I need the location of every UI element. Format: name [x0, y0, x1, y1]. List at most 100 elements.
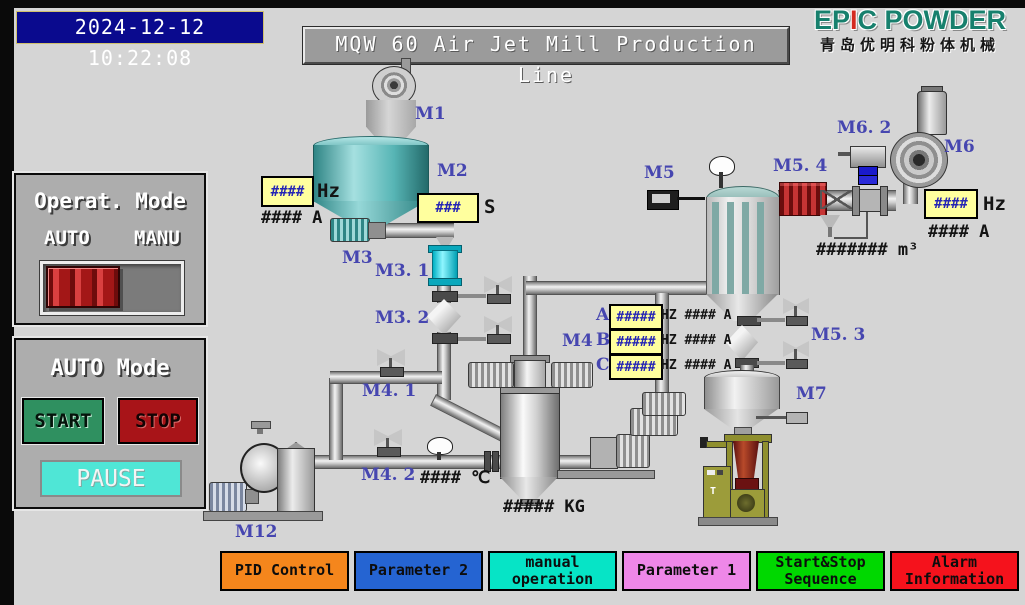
logo-brand: EPIC POWDER: [813, 5, 1007, 35]
booster-motor-2: [642, 392, 686, 416]
valve-stem: [386, 438, 389, 449]
company-logo: EPIC POWDER 青岛优明科粉体机械: [800, 5, 1020, 63]
mode-switch-knob[interactable]: [46, 266, 120, 308]
m4-2-valve-icon: [374, 429, 402, 446]
stop-button[interactable]: STOP: [118, 398, 198, 444]
m6-2-handle: [838, 152, 852, 156]
m2-speed-unit: S: [484, 196, 496, 218]
m3-2-bicone: [427, 299, 461, 335]
m4-1-valve-icon: [377, 349, 405, 366]
label-m1: M1: [415, 104, 446, 124]
operate-mode-title: Operat. Mode: [34, 189, 186, 213]
label-m5-3: M5. 3: [811, 325, 866, 345]
operate-mode-panel: Operat. Mode AUTO MANU: [14, 173, 206, 325]
classifier-row-a-label: A: [596, 305, 610, 325]
auto-mode-panel: AUTO Mode START STOP PAUSE: [14, 338, 206, 509]
m6-2-flange-right: [880, 186, 888, 216]
mill-body: [500, 393, 560, 479]
valve-link-line: [458, 294, 486, 298]
pipe-flange: [492, 451, 499, 472]
air-volume-text: ####### m³: [816, 240, 919, 260]
mill-outlet: [520, 499, 540, 506]
sensor-stem: [437, 452, 441, 460]
m6-fan-icon: [890, 132, 948, 188]
feeder-frequency-display: ####: [261, 176, 314, 207]
valve-base: [786, 316, 808, 326]
alarm-information-button[interactable]: Alarm Information: [890, 551, 1019, 591]
filter-bags: [712, 202, 772, 294]
mill-upper-section: [514, 360, 546, 390]
cabinet-tag-dark: [717, 470, 723, 475]
classifier-row-b-values: HZ #### A: [661, 333, 732, 348]
drain-line-vertical: [866, 210, 868, 238]
m2-hopper-body: [313, 145, 429, 202]
label-m12: M12: [235, 522, 278, 542]
purge-valve-icon: [484, 276, 512, 293]
label-m5-4: M5. 4: [773, 156, 828, 176]
weight-text: ##### KG: [503, 497, 585, 517]
manual-operation-button[interactable]: manual operation: [488, 551, 617, 591]
m6-frequency-unit: Hz: [983, 193, 1006, 215]
valve-stem: [794, 349, 797, 360]
mill-to-filter-pipe: [526, 281, 708, 295]
m5-4-rotary-feeder: [779, 182, 827, 216]
m3-1-rotary-valve: [432, 250, 458, 282]
screw-conveyor-tube: [380, 223, 454, 238]
start-stop-sequence-button[interactable]: Start&Stop Sequence: [756, 551, 885, 591]
m7-sensor-box: [786, 412, 808, 424]
m6-2-actuator: [850, 146, 886, 168]
pause-button[interactable]: PAUSE: [40, 460, 182, 497]
valve-link-line: [757, 361, 785, 365]
classifier-row-a-display: #####: [609, 304, 663, 330]
m6-current-text: #### A: [928, 222, 990, 242]
valve-base: [377, 447, 401, 457]
m2-screw-motor: [330, 218, 370, 242]
flex-pipe-section: [820, 190, 854, 209]
booster-baseplate: [557, 470, 655, 479]
m3-1-valve-bottom: [428, 278, 462, 286]
m12-baseplate: [203, 511, 323, 521]
m6-silencer: [917, 91, 947, 135]
label-m7: M7: [796, 384, 827, 404]
manu-mode-label: MANU: [134, 227, 180, 249]
label-m4-2: M4. 2: [361, 465, 416, 485]
label-m6-2: M6. 2: [837, 118, 892, 138]
pid-control-button[interactable]: PID Control: [220, 551, 349, 591]
m2-gearbox: [368, 222, 386, 239]
valve-stem: [389, 358, 392, 369]
classifier-row-b-label: B: [596, 330, 611, 350]
packer-baseplate: [698, 517, 778, 526]
start-button[interactable]: START: [22, 398, 104, 444]
cabinet-tag: [707, 470, 715, 475]
valve-stem: [496, 325, 499, 335]
datetime-display: 2024-12-12 10:22:08: [16, 11, 264, 70]
valve-link-line: [458, 337, 486, 341]
branch-pipe-vertical: [329, 378, 343, 460]
logo-subtitle: 青岛优明科粉体机械: [819, 37, 1000, 54]
classifier-row-c-display: #####: [609, 354, 663, 380]
label-m5: M5: [644, 163, 675, 183]
valve-stem: [496, 285, 499, 295]
classifier-row-c-label: C: [596, 355, 610, 375]
m12-tank: [277, 448, 315, 515]
drain-line-horizontal: [834, 237, 868, 239]
packer-arm-tip: [700, 437, 708, 448]
m7-hopper-cone: [704, 409, 778, 429]
m7-hopper-body: [704, 377, 780, 409]
valve-base: [487, 294, 511, 304]
classifier-row-b-display: #####: [609, 329, 663, 355]
mill-right-motor: [551, 362, 593, 388]
parameter-2-button[interactable]: Parameter 2: [354, 551, 483, 591]
auto-mode-title: AUTO Mode: [50, 356, 170, 381]
logo-accent-letter: I: [850, 5, 858, 35]
auto-mode-label: AUTO: [44, 227, 90, 249]
booster-block: [590, 437, 618, 469]
m6-frequency-display: ####: [924, 189, 978, 219]
purge-valve-icon: [484, 316, 512, 333]
mode-switch-track[interactable]: [39, 260, 185, 316]
parameter-1-button[interactable]: Parameter 1: [622, 551, 751, 591]
mill-left-motor: [468, 362, 514, 388]
screen-border-top: [0, 0, 1025, 8]
mill-outlet-pipe-vertical: [523, 276, 537, 360]
